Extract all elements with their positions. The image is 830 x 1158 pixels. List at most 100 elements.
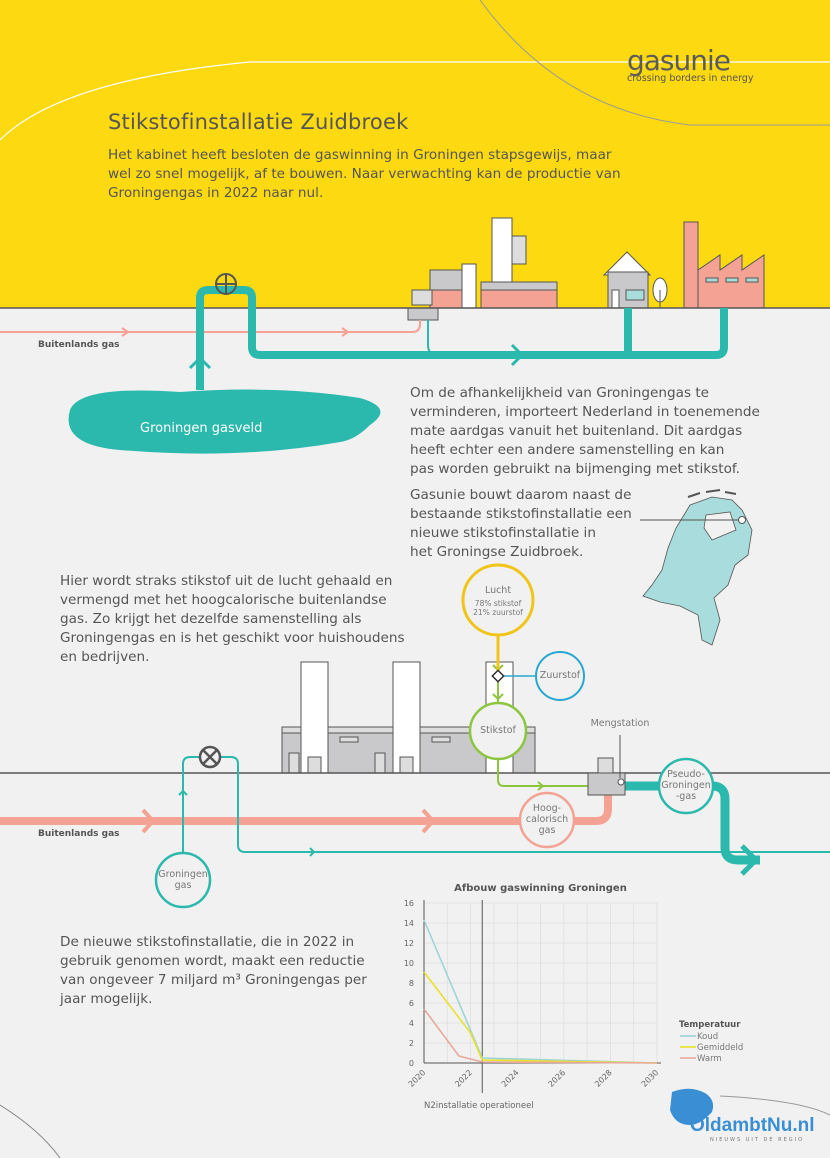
text-line: vermengd met het hoogcalorische buitenla… — [60, 592, 387, 608]
x-tick-label: 2024 — [500, 1068, 521, 1089]
groningen-pipe-thin — [182, 756, 830, 853]
high-cal-gas-label: Hoog- calorisch gas — [520, 803, 574, 836]
arrow-icon — [121, 327, 350, 337]
text-line: Het kabinet heeft besloten de gaswinning… — [108, 147, 612, 163]
text-line: bestaande stikstofinstallatie een — [410, 506, 632, 522]
y-tick-label: 14 — [404, 919, 414, 928]
groningen-pipe-thick — [196, 286, 728, 390]
text-line: heeft echter een andere samenstelling en… — [410, 442, 725, 458]
import-pipe-thin — [0, 320, 421, 333]
text-line: nieuwe stikstofinstallatie in — [410, 525, 596, 541]
process-paragraph: Hier wordt straks stikstof uit de lucht … — [60, 572, 405, 667]
high-cal-gas-circle — [518, 791, 576, 849]
decor-arc-right — [479, 0, 830, 126]
text-line: Groningengas in 2022 naar nul. — [108, 185, 324, 201]
reduction-paragraph: De nieuwe stikstofinstallatie, die in 20… — [60, 933, 367, 1009]
text-line: pas worden gebruikt na bijmenging met st… — [410, 461, 741, 477]
legend-label: Gemiddeld — [697, 1043, 743, 1053]
text-line: gas — [538, 825, 556, 836]
nitrogen-label: Stikstof — [480, 725, 516, 736]
pseudo-gas-pipe — [625, 781, 760, 865]
text-line: gas — [174, 880, 192, 891]
text-line: De nieuwe stikstofinstallatie, die in 20… — [60, 934, 355, 950]
text-line: Hoog- — [532, 803, 562, 814]
text-line: Hier wordt straks stikstof uit de lucht … — [60, 573, 393, 589]
valve-icon — [215, 273, 237, 295]
gas-field-blob — [68, 389, 381, 454]
arrow-icon — [141, 808, 436, 834]
text-line: gas. Zo krijgt het dezelfde samenstellin… — [60, 611, 362, 627]
groningen-gas-label: Groningen gas — [156, 869, 210, 891]
text-line: Groningengas en is het geschikt voor hui… — [60, 630, 405, 646]
text-line: het Groningse Zuidbroek. — [410, 544, 584, 560]
x-tick-label: 2026 — [546, 1068, 567, 1089]
mix-pipe-thin — [427, 320, 439, 356]
text-line: gebruik genomen wordt, maakt een reducti… — [60, 953, 365, 969]
gas-field-label: Groningen gasveld — [140, 421, 263, 436]
build-paragraph: Gasunie bouwt daarom naast de bestaande … — [410, 486, 632, 562]
page-title: Stikstofinstallatie Zuidbroek — [108, 110, 409, 134]
mengstation-label: Mengstation — [590, 718, 650, 729]
oldambtnu-watermark: OldambtNu.nl NIEUWS UIT DE REGIO — [690, 1115, 815, 1143]
separator-icon — [491, 669, 505, 683]
air-oxygen-share: 21% zuurstof — [473, 608, 523, 617]
text-line: Groningen — [158, 869, 208, 880]
text-line: van ongeveer 7 miljard m³ Groningengas p… — [60, 972, 367, 988]
oxygen-circle — [535, 651, 585, 701]
groningen-gas-circle — [154, 851, 212, 909]
watermark-sub: NIEUWS UIT DE REGIO — [710, 1137, 805, 1143]
y-tick-label: 4 — [409, 1019, 414, 1028]
valve-icon — [198, 745, 222, 769]
series-line-warm — [423, 1008, 658, 1064]
annotation-label: N2installatie operationeel — [424, 1101, 534, 1111]
brand-tagline: crossing borders in energy — [627, 73, 754, 84]
decor-arc-bottom-right — [719, 1095, 830, 1116]
oldambt-logo-icon — [670, 1088, 714, 1125]
text-line: Groningen — [661, 780, 711, 791]
arrow-icon — [188, 343, 525, 370]
legend-label: Koud — [697, 1032, 718, 1042]
legend-label: Warm — [697, 1054, 722, 1064]
watermark-name: OldambtNu.nl — [690, 1115, 815, 1136]
intro-paragraph: Het kabinet heeft besloten de gaswinning… — [108, 146, 621, 203]
y-tick-label: 10 — [404, 959, 414, 968]
x-tick-label: 2028 — [593, 1068, 614, 1089]
air-title: Lucht — [484, 585, 512, 596]
mengstation-building — [587, 735, 626, 796]
text-line: en bedrijven. — [60, 649, 150, 665]
air-circle — [461, 563, 535, 637]
oxygen-label: Zuurstof — [539, 670, 581, 681]
brand-name: gasunie — [627, 44, 731, 77]
import-gas-label: Buitenlands gas — [38, 340, 120, 350]
production-chart: Afbouw gaswinning Groningen0246810121416… — [404, 883, 743, 1111]
legend-title: Temperatuur — [679, 1020, 741, 1030]
x-tick-label: 2030 — [640, 1068, 661, 1089]
text-line: -gas — [675, 791, 697, 802]
import-gas-label-2: Buitenlands gas — [38, 829, 120, 839]
x-tick-label: 2020 — [407, 1068, 428, 1089]
gasunie-logo: gasunie crossing borders in energy — [627, 44, 753, 84]
text-line: verminderen, importeert Nederland in toe… — [410, 404, 760, 420]
import-paragraph: Om de afhankelijkheid van Groningengas t… — [410, 384, 760, 479]
text-line: wel zo snel mogelijk, af te bouwen. Naar… — [108, 166, 621, 182]
x-tick-label: 2022 — [453, 1068, 474, 1089]
text-line: calorisch — [525, 814, 569, 825]
pseudo-gas-label: Pseudo- Groningen -gas — [659, 769, 713, 802]
y-tick-label: 0 — [409, 1059, 414, 1068]
netherlands-map — [640, 489, 753, 646]
chart-title: Afbouw gaswinning Groningen — [454, 883, 627, 894]
decor-arc-bottom-left — [0, 1104, 61, 1158]
y-tick-label: 12 — [404, 939, 414, 948]
import-pipe-thick — [0, 795, 612, 825]
top-buildings — [407, 217, 765, 321]
arrow-icon — [740, 844, 760, 876]
nitrogen-circle — [468, 701, 528, 761]
text-line: Pseudo- — [667, 769, 705, 780]
air-label: Lucht 78% stikstof 21% zuurstof — [463, 585, 533, 617]
pseudo-gas-circle — [657, 757, 715, 815]
arrow-icon — [178, 789, 316, 857]
decor-arc-top — [0, 61, 830, 141]
y-tick-label: 2 — [409, 1039, 414, 1048]
text-line: Om de afhankelijkheid van Groningengas t… — [410, 385, 710, 401]
